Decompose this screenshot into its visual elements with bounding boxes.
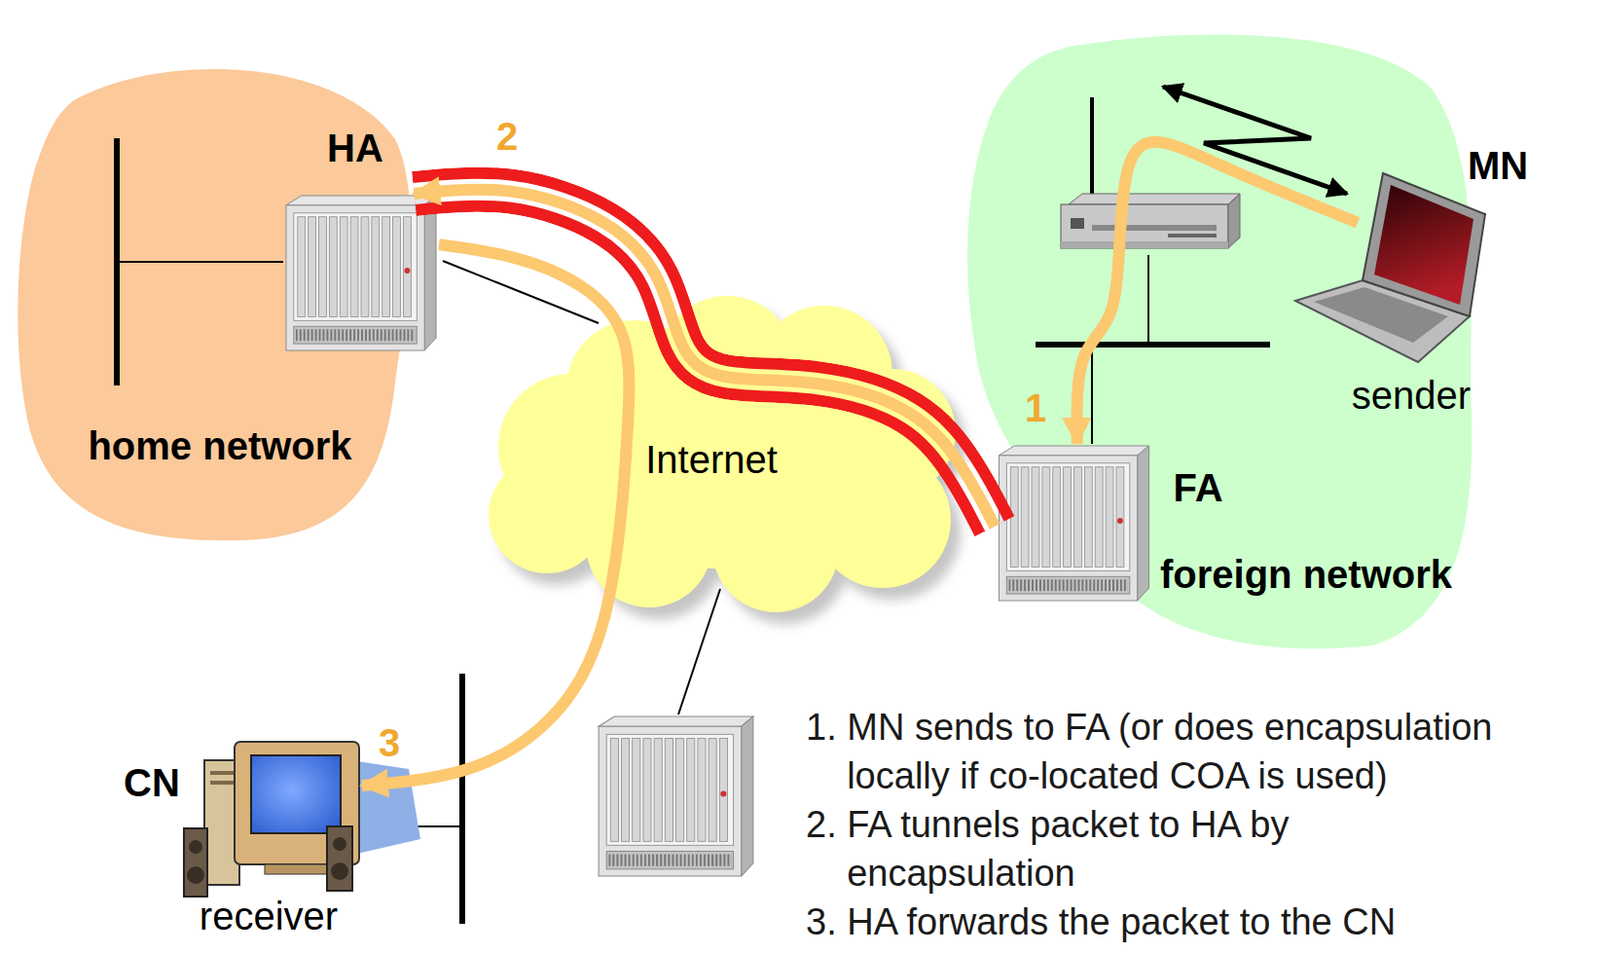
- desktop-computer: [234, 741, 360, 865]
- access-point: [1060, 193, 1240, 249]
- access-point: [1070, 218, 1085, 229]
- step-note: 3. HA forwards the packet to the CN: [805, 897, 1517, 946]
- step-note: 2. FA tunnels packet to HA by encapsulat…: [805, 800, 1517, 898]
- access-point: [1167, 233, 1217, 238]
- foreign-lan: [1035, 341, 1271, 348]
- node-caption: sender: [1351, 371, 1471, 419]
- cloud-body: [585, 480, 713, 608]
- node-label: FA: [1172, 464, 1223, 511]
- home-lan: [116, 260, 284, 263]
- cloud-body: [488, 295, 956, 613]
- foreign-lan: [1147, 254, 1150, 345]
- correspondent-node: CNreceiver: [183, 734, 363, 904]
- desktop-computer: [210, 780, 234, 785]
- desktop-computer: [183, 828, 208, 897]
- desktop-computer: [332, 836, 347, 851]
- foreign-lan: [1090, 97, 1094, 200]
- region-outline: [967, 34, 1472, 649]
- step-list: 1. MN sends to FA (or does encapsulation…: [805, 702, 1517, 946]
- wire: [442, 260, 599, 324]
- desktop-computer: [183, 741, 421, 897]
- desktop-computer: [264, 864, 333, 874]
- region-outline: [17, 69, 411, 541]
- step-note: 1. MN sends to FA (or does encapsulation…: [805, 702, 1517, 800]
- internet-cloud: Internet: [464, 295, 965, 613]
- desktop-computer: [330, 862, 349, 880]
- router-rack: [598, 716, 754, 876]
- access-point: [1068, 193, 1240, 205]
- laptop: [1374, 184, 1474, 305]
- node-label: Internet: [641, 436, 782, 483]
- desktop-computer: [186, 866, 205, 884]
- cloud-body: [488, 456, 606, 574]
- callout-number: 1: [1024, 386, 1047, 430]
- callout-number: 3: [378, 721, 400, 764]
- laptop: [1362, 173, 1486, 317]
- foreign-lan: [1090, 344, 1093, 444]
- cn-lan: [459, 673, 466, 924]
- node-label: foreign network: [1160, 550, 1453, 598]
- server-rack: [998, 445, 1149, 601]
- node-label: HA: [327, 124, 384, 172]
- foreign-agent: FA: [994, 443, 1154, 603]
- node-label: MN: [1467, 142, 1528, 189]
- node-caption: receiver: [199, 892, 338, 940]
- node-label: home network: [87, 422, 352, 470]
- server-rack: [286, 195, 437, 351]
- desktop-computer: [327, 826, 353, 891]
- node-label: CN: [123, 759, 181, 806]
- access-point: [1091, 224, 1217, 231]
- desktop-computer: [210, 770, 234, 775]
- access-point: [1060, 241, 1229, 249]
- connector: [362, 244, 629, 786]
- mobile-node: MNsender: [1357, 168, 1486, 363]
- access-point: [1060, 204, 1229, 249]
- packet-flow-arrow: [362, 244, 629, 786]
- desktop-computer: [251, 755, 341, 834]
- home-agent: HA: [283, 193, 439, 353]
- network-region: MNsenderFAforeign network: [964, 30, 1475, 649]
- network-region: HA home network: [15, 61, 409, 542]
- callout-number: 2: [496, 114, 518, 158]
- desktop-computer: [188, 839, 203, 854]
- cloud-body: [712, 485, 839, 613]
